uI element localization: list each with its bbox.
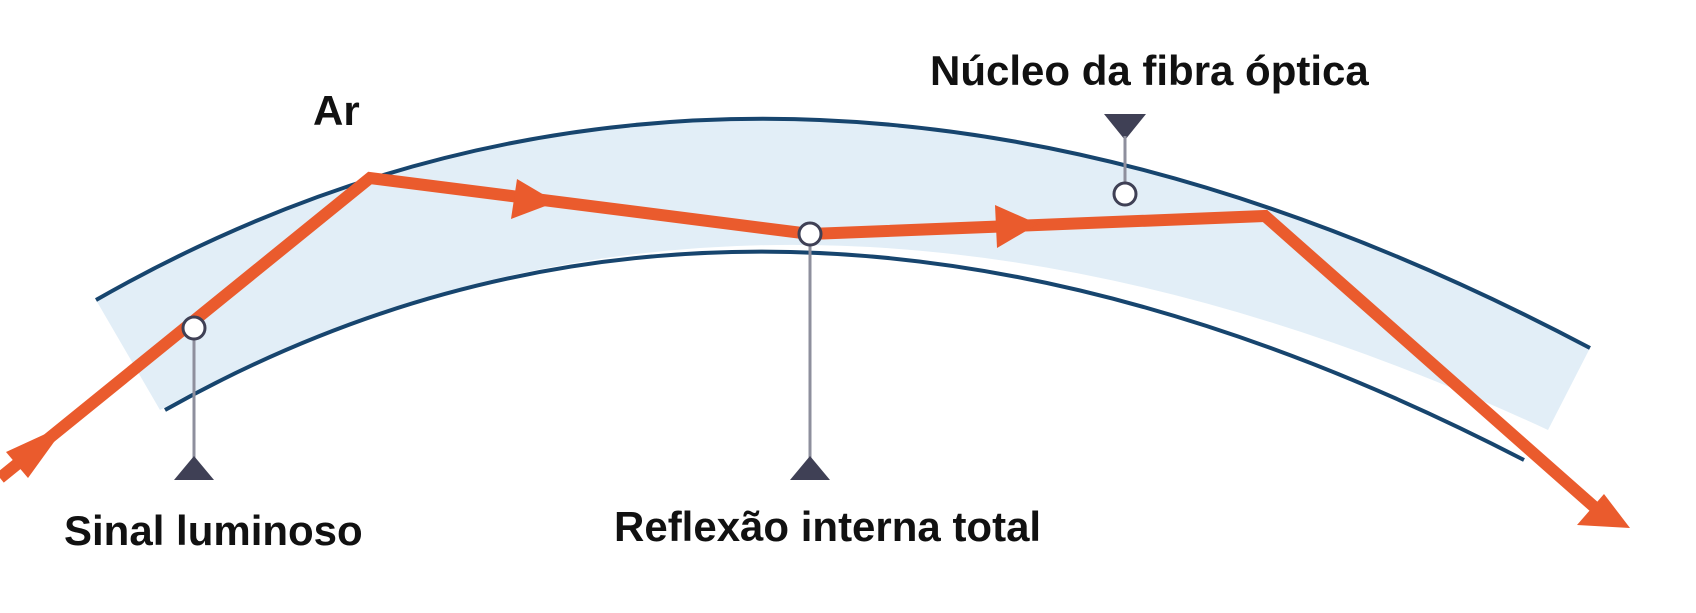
- ray-arrowhead-segment-1: [511, 179, 556, 219]
- ray-arrowhead-entry: [6, 424, 67, 478]
- pointer-head-reflection: [790, 456, 830, 480]
- fiber-inner-boundary: [164, 249, 1525, 462]
- pointer-head-light-signal: [174, 456, 214, 480]
- fiber-core-band: [96, 118, 1590, 430]
- label-light-signal: Sinal luminoso: [64, 507, 363, 554]
- pointer-head-core: [1104, 114, 1146, 140]
- label-fiber-core: Núcleo da fibra óptica: [930, 47, 1369, 94]
- label-total-internal-reflection: Reflexão interna total: [614, 503, 1042, 550]
- marker-reflection: [797, 221, 823, 247]
- label-air: Ar: [313, 87, 360, 134]
- fiber-outer-boundary: [95, 116, 1591, 350]
- marker-light-signal: [181, 315, 207, 341]
- ray-arrowhead-segment-2: [995, 205, 1038, 248]
- marker-core: [1112, 181, 1138, 207]
- ray-arrowhead-exit: [1577, 494, 1630, 528]
